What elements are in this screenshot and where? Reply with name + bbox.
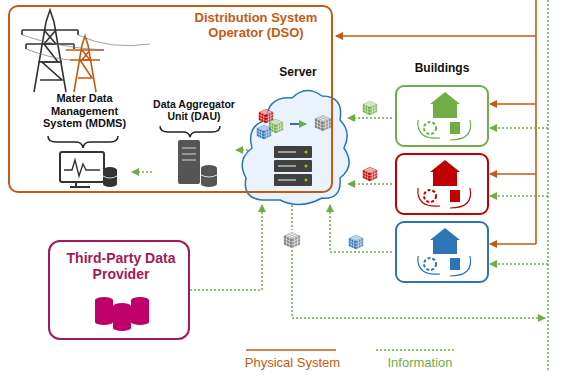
third-party-box: Third-Party Data Provider bbox=[48, 240, 190, 340]
node-label: Server bbox=[248, 66, 348, 80]
legend-line bbox=[246, 349, 336, 351]
buildings-group: Buildings bbox=[392, 62, 492, 290]
tower-icon bbox=[22, 10, 150, 92]
node-label: Distribution System Operator (DSO) bbox=[180, 11, 332, 41]
information-flow bbox=[236, 149, 248, 151]
information-flow bbox=[132, 171, 152, 173]
legend-line bbox=[376, 349, 454, 351]
bracket bbox=[160, 126, 220, 137]
information-bus bbox=[490, 0, 548, 370]
information-flow bbox=[330, 205, 392, 252]
operator-panel: Distribution System Operator (DSO) Mater … bbox=[8, 5, 333, 193]
building-box bbox=[396, 86, 488, 146]
information-flow bbox=[348, 117, 392, 119]
building-box bbox=[396, 154, 488, 214]
bracket bbox=[48, 136, 118, 148]
node-label: Mater Data Management System (MDMS) bbox=[37, 92, 132, 130]
legend-label: Information bbox=[370, 356, 470, 371]
server-cloud: Server bbox=[248, 66, 348, 205]
node-label: Buildings bbox=[392, 62, 492, 76]
server-icon bbox=[178, 140, 217, 187]
power-bus bbox=[336, 0, 536, 244]
information-flow bbox=[348, 183, 392, 185]
mdms-unit: Mater Data Management System (MDMS) bbox=[37, 92, 132, 192]
cloud-shape bbox=[242, 90, 349, 204]
server-rack bbox=[274, 146, 312, 186]
legend: Physical System Information bbox=[240, 340, 470, 376]
information-flow bbox=[190, 205, 262, 290]
node-label: Third-Party Data Provider bbox=[52, 250, 190, 282]
monitor-icon bbox=[60, 152, 117, 187]
node-label: Data Aggregator Unit (DAU) bbox=[152, 98, 236, 122]
database-icon bbox=[95, 297, 149, 331]
legend-label: Physical System bbox=[240, 356, 345, 371]
building-box bbox=[396, 222, 488, 282]
dau-unit: Data Aggregator Unit (DAU) bbox=[152, 98, 236, 192]
